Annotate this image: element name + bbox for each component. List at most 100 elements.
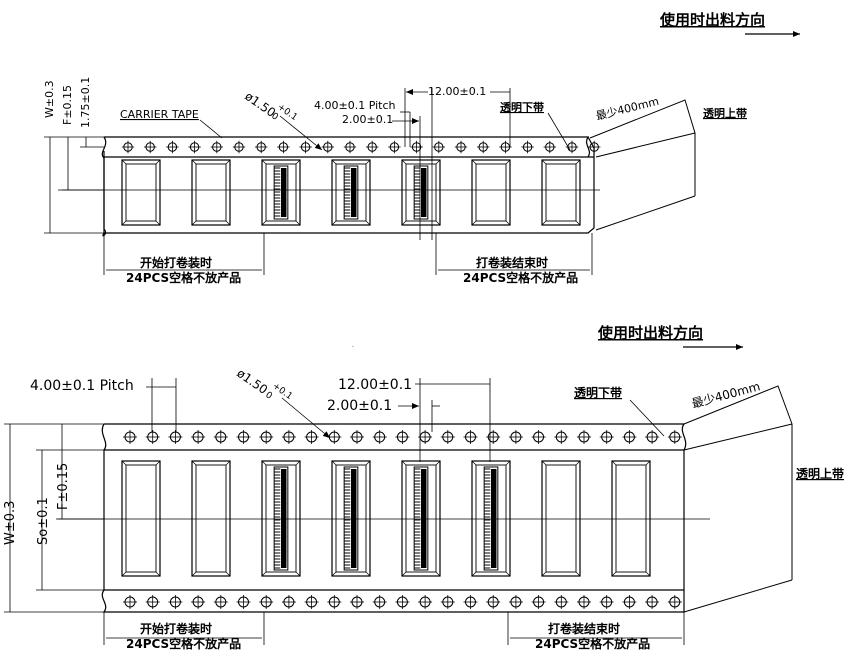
bottom-min-length: 最少400mm xyxy=(690,379,762,411)
sprocket-hole xyxy=(667,430,682,444)
top-cover-tape-edge xyxy=(595,195,696,231)
sprocket-hole xyxy=(304,430,319,444)
bottom-cover-tape-upper: 透明上带 xyxy=(796,466,844,481)
top-cavity-pitch: 12.00±0.1 xyxy=(428,85,486,98)
sprocket-hole xyxy=(477,140,490,154)
sprocket-hole xyxy=(463,430,478,444)
sprocket-hole xyxy=(531,595,546,609)
sprocket-hole xyxy=(121,140,135,154)
sprocket-hole xyxy=(667,595,682,609)
sprocket-hole xyxy=(366,140,379,154)
sprocket-hole xyxy=(554,595,569,609)
sprocket-hole xyxy=(645,430,660,444)
top-sprocket-holes xyxy=(121,140,601,154)
sprocket-hole xyxy=(622,595,637,609)
sprocket-hole xyxy=(599,430,614,444)
cavity-with-part xyxy=(401,460,441,577)
cavity-empty xyxy=(121,460,161,577)
sprocket-hole xyxy=(440,595,455,609)
bottom-dim-w: W±0.3 xyxy=(3,501,18,545)
top-cover-tape-lower: 透明下带 xyxy=(500,100,544,114)
top-start-count: 24PCS空格不放产品 xyxy=(126,270,241,285)
bottom-direction-label: 使用时出料方向 xyxy=(597,324,703,342)
sprocket-hole xyxy=(232,140,246,154)
cavity-with-part xyxy=(261,159,301,226)
cavity-with-part xyxy=(471,460,511,577)
sprocket-hole xyxy=(372,430,387,444)
bottom-cavities xyxy=(121,460,651,577)
sprocket-hole xyxy=(531,430,546,444)
bottom-hole-dia-zero: 0 xyxy=(263,390,274,402)
sprocket-hole xyxy=(410,140,423,154)
sprocket-hole xyxy=(577,430,591,444)
sprocket-hole xyxy=(622,430,637,444)
sprocket-hole xyxy=(255,140,268,154)
sprocket-hole xyxy=(259,430,274,444)
cavity-empty xyxy=(191,159,231,226)
bottom-tape-outline xyxy=(101,423,687,613)
sprocket-hole xyxy=(343,140,357,154)
sprocket-hole xyxy=(521,140,534,154)
bottom-end-label: 打卷装结束时 xyxy=(548,621,620,636)
sprocket-hole xyxy=(144,140,157,154)
sprocket-hole xyxy=(304,595,319,609)
bottom-cover-tape-lower: 透明下带 xyxy=(574,385,622,400)
sprocket-hole xyxy=(486,595,501,609)
sprocket-hole xyxy=(554,430,569,444)
top-cover-tape xyxy=(589,99,696,158)
cavity-with-part xyxy=(331,460,371,577)
sprocket-hole xyxy=(499,140,512,154)
bottom-cover-tape xyxy=(683,385,793,451)
sprocket-hole xyxy=(395,430,410,444)
sprocket-hole xyxy=(191,430,206,444)
sprocket-hole xyxy=(236,430,251,444)
top-hole-dia-zero: 0 xyxy=(269,111,280,123)
sprocket-hole xyxy=(210,140,223,154)
sprocket-hole xyxy=(236,595,251,609)
sprocket-hole xyxy=(454,140,468,154)
bottom-dim-f: F±0.15 xyxy=(56,463,71,510)
sprocket-hole xyxy=(281,430,296,444)
bottom-diagram: 使用时出料方向 . W±0.3 So±0.1 F±0.15 xyxy=(3,324,844,651)
sprocket-hole xyxy=(168,595,183,609)
sprocket-hole xyxy=(213,430,228,444)
top-diagram: 使用时出料方向 W±0.3 F±0.15 1.75±0.1 xyxy=(43,11,800,285)
sprocket-hole xyxy=(123,595,137,609)
bottom-half-pitch: 2.00±0.1 xyxy=(327,398,392,414)
top-pitch: 4.00±0.1 Pitch xyxy=(314,99,396,112)
sprocket-hole xyxy=(350,595,364,609)
bottom-pitch: 4.00±0.1 Pitch xyxy=(30,378,134,394)
bottom-dim-so: So±0.1 xyxy=(36,497,51,545)
sprocket-hole xyxy=(508,595,523,609)
sprocket-hole xyxy=(486,430,501,444)
bottom-cavity-pitch: 12.00±0.1 xyxy=(338,377,412,393)
bottom-end-count: 24PCS空格不放产品 xyxy=(535,636,650,651)
top-tape-outline xyxy=(101,136,595,237)
sprocket-hole xyxy=(145,595,160,609)
bottom-start-count: 24PCS空格不放产品 xyxy=(126,636,241,651)
cavity-empty xyxy=(191,460,231,577)
top-dim-175: 1.75±0.1 xyxy=(79,77,92,128)
sprocket-hole xyxy=(372,595,387,609)
sprocket-hole xyxy=(188,140,201,154)
sprocket-hole xyxy=(508,430,523,444)
bottom-hole-dia: ø1.50 xyxy=(234,366,270,397)
cavity-empty xyxy=(541,460,581,577)
top-direction-label: 使用时出料方向 xyxy=(659,11,765,29)
sprocket-hole xyxy=(277,140,290,154)
sprocket-hole xyxy=(645,595,660,609)
sprocket-hole xyxy=(123,430,137,444)
cavity-empty xyxy=(121,159,161,226)
sprocket-hole xyxy=(350,430,364,444)
sprocket-hole xyxy=(168,430,183,444)
top-dim-f: F±0.15 xyxy=(61,85,74,125)
top-min-length: 最少400mm xyxy=(595,95,661,123)
sprocket-hole xyxy=(543,140,556,154)
sprocket-hole xyxy=(565,140,579,154)
top-half-pitch: 2.00±0.1 xyxy=(342,113,393,126)
sprocket-hole xyxy=(388,140,401,154)
top-carrier-tape: CARRIER TAPE xyxy=(120,108,199,121)
sprocket-hole xyxy=(588,140,601,154)
sprocket-hole xyxy=(166,140,179,154)
